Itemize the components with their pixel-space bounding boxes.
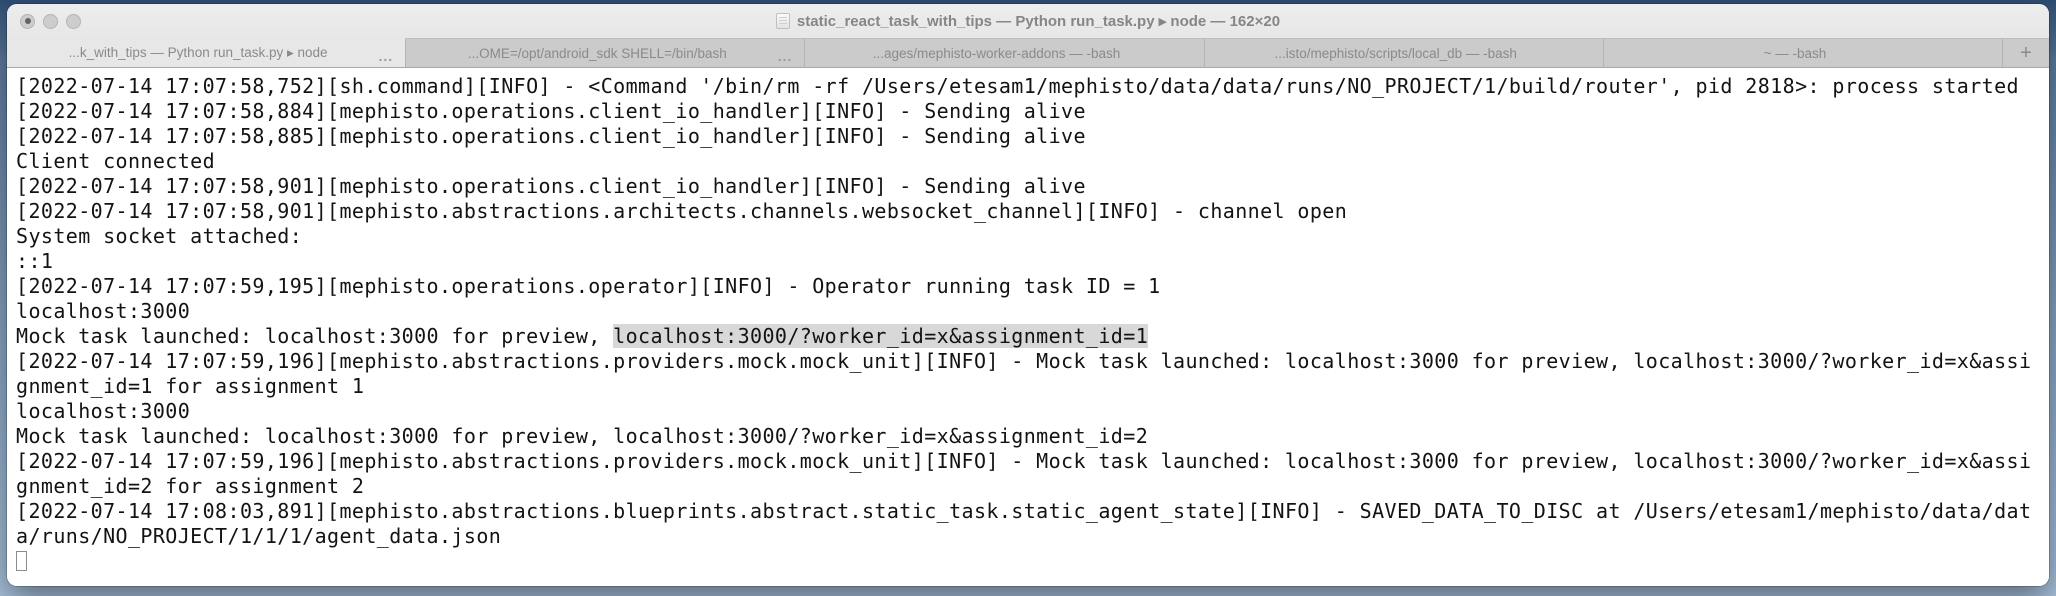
tab-activity-indicator: ... <box>378 48 394 64</box>
minimize-button[interactable] <box>43 13 58 29</box>
title-group: static_react_task_with_tips — Python run… <box>775 12 1281 30</box>
terminal-cursor <box>16 551 27 571</box>
terminal-line: [2022-07-14 17:07:59,196][mephisto.abstr… <box>16 349 2049 374</box>
terminal-line: [2022-07-14 17:07:58,884][mephisto.opera… <box>16 99 2049 124</box>
log-text: [2022-07-14 17:07:58,752][sh.command][IN… <box>16 74 2020 98</box>
terminal-line: a/runs/NO_PROJECT/1/1/1/agent_data.json <box>16 524 2049 549</box>
tab-activity-indicator: ... <box>777 48 793 64</box>
tab-label: ...ages/mephisto-worker-addons — -bash <box>872 45 1121 61</box>
terminal-line: [2022-07-14 17:07:58,752][sh.command][IN… <box>16 74 2049 99</box>
terminal-cursor-line <box>16 549 2049 574</box>
log-text: Client connected <box>16 149 216 173</box>
plus-icon: + <box>2020 41 2032 64</box>
terminal-line: localhost:3000 <box>16 399 2049 424</box>
close-dot-icon <box>24 18 31 24</box>
log-text: gnment_id=1 for assignment 1 <box>16 374 365 398</box>
terminal-line: [2022-07-14 17:08:03,891][mephisto.abstr… <box>16 499 2049 524</box>
tab-4[interactable]: ...isto/mephisto/scripts/local_db — -bas… <box>1204 39 1604 67</box>
highlighted-text: localhost:3000/?worker_id=x&assignment_i… <box>613 324 1149 348</box>
tab-3[interactable]: ...ages/mephisto-worker-addons — -bash <box>805 39 1205 67</box>
new-tab-button[interactable]: + <box>2003 39 2049 67</box>
terminal-line: Mock task launched: localhost:3000 for p… <box>16 324 2049 349</box>
terminal-line: [2022-07-14 17:07:58,885][mephisto.opera… <box>16 124 2049 149</box>
tab-label: ...isto/mephisto/scripts/local_db — -bas… <box>1274 45 1517 61</box>
log-text: a/runs/NO_PROJECT/1/1/1/agent_data.json <box>16 524 502 548</box>
title-bar[interactable]: static_react_task_with_tips — Python run… <box>7 4 2049 38</box>
terminal-line: gnment_id=2 for assignment 2 <box>16 474 2049 499</box>
tab-5[interactable]: ~ — -bash <box>1603 39 2004 67</box>
terminal-line: [2022-07-14 17:07:58,901][mephisto.abstr… <box>16 199 2049 224</box>
log-text: [2022-07-14 17:08:03,891][mephisto.abstr… <box>16 499 2032 523</box>
log-text: localhost:3000 <box>16 399 191 423</box>
log-text: [2022-07-14 17:07:58,884][mephisto.opera… <box>16 99 1086 123</box>
tab-label: ~ — -bash <box>1763 45 1827 61</box>
log-text: [2022-07-14 17:07:59,195][mephisto.opera… <box>16 274 1161 298</box>
window-title: static_react_task_with_tips — Python run… <box>796 13 1281 30</box>
log-text: [2022-07-14 17:07:58,901][mephisto.abstr… <box>16 199 1348 223</box>
terminal-line: [2022-07-14 17:07:58,901][mephisto.opera… <box>16 174 2049 199</box>
log-text: [2022-07-14 17:07:58,885][mephisto.opera… <box>16 124 1086 148</box>
terminal-line: Mock task launched: localhost:3000 for p… <box>16 424 2049 449</box>
log-text: [2022-07-14 17:07:59,196][mephisto.abstr… <box>16 449 2032 473</box>
tab-label: ...k_with_tips — Python run_task.py ▸ no… <box>68 45 328 60</box>
document-icon <box>775 13 790 29</box>
terminal-line: [2022-07-14 17:07:59,196][mephisto.abstr… <box>16 449 2049 474</box>
log-text: gnment_id=2 for assignment 2 <box>16 474 365 498</box>
log-text: Mock task launched: localhost:3000 for p… <box>16 324 614 348</box>
terminal-line: Client connected <box>16 149 2049 174</box>
terminal-line: localhost:3000 <box>16 299 2049 324</box>
log-text: Mock task launched: localhost:3000 for p… <box>16 424 1149 448</box>
tab-1[interactable]: ...k_with_tips — Python run_task.py ▸ no… <box>7 38 407 67</box>
log-text: [2022-07-14 17:07:58,901][mephisto.opera… <box>16 174 1086 198</box>
terminal-window: static_react_task_with_tips — Python run… <box>7 4 2049 586</box>
tab-bar: ...k_with_tips — Python run_task.py ▸ no… <box>7 38 2049 68</box>
log-text: localhost:3000 <box>16 299 191 323</box>
traffic-lights <box>20 4 81 38</box>
terminal-line: gnment_id=1 for assignment 1 <box>16 374 2049 399</box>
tab-label: ...OME=/opt/android_sdk SHELL=/bin/bash <box>467 45 727 61</box>
zoom-button[interactable] <box>66 13 81 29</box>
log-text: ::1 <box>16 249 54 273</box>
terminal-line: ::1 <box>16 249 2049 274</box>
log-text: [2022-07-14 17:07:59,196][mephisto.abstr… <box>16 349 2032 373</box>
close-button[interactable] <box>20 13 35 29</box>
terminal-line: System socket attached: <box>16 224 2049 249</box>
log-text: System socket attached: <box>16 224 303 248</box>
tab-2[interactable]: ...OME=/opt/android_sdk SHELL=/bin/bash.… <box>406 39 806 67</box>
terminal-line: [2022-07-14 17:07:59,195][mephisto.opera… <box>16 274 2049 299</box>
terminal-output[interactable]: [2022-07-14 17:07:58,752][sh.command][IN… <box>7 68 2049 586</box>
